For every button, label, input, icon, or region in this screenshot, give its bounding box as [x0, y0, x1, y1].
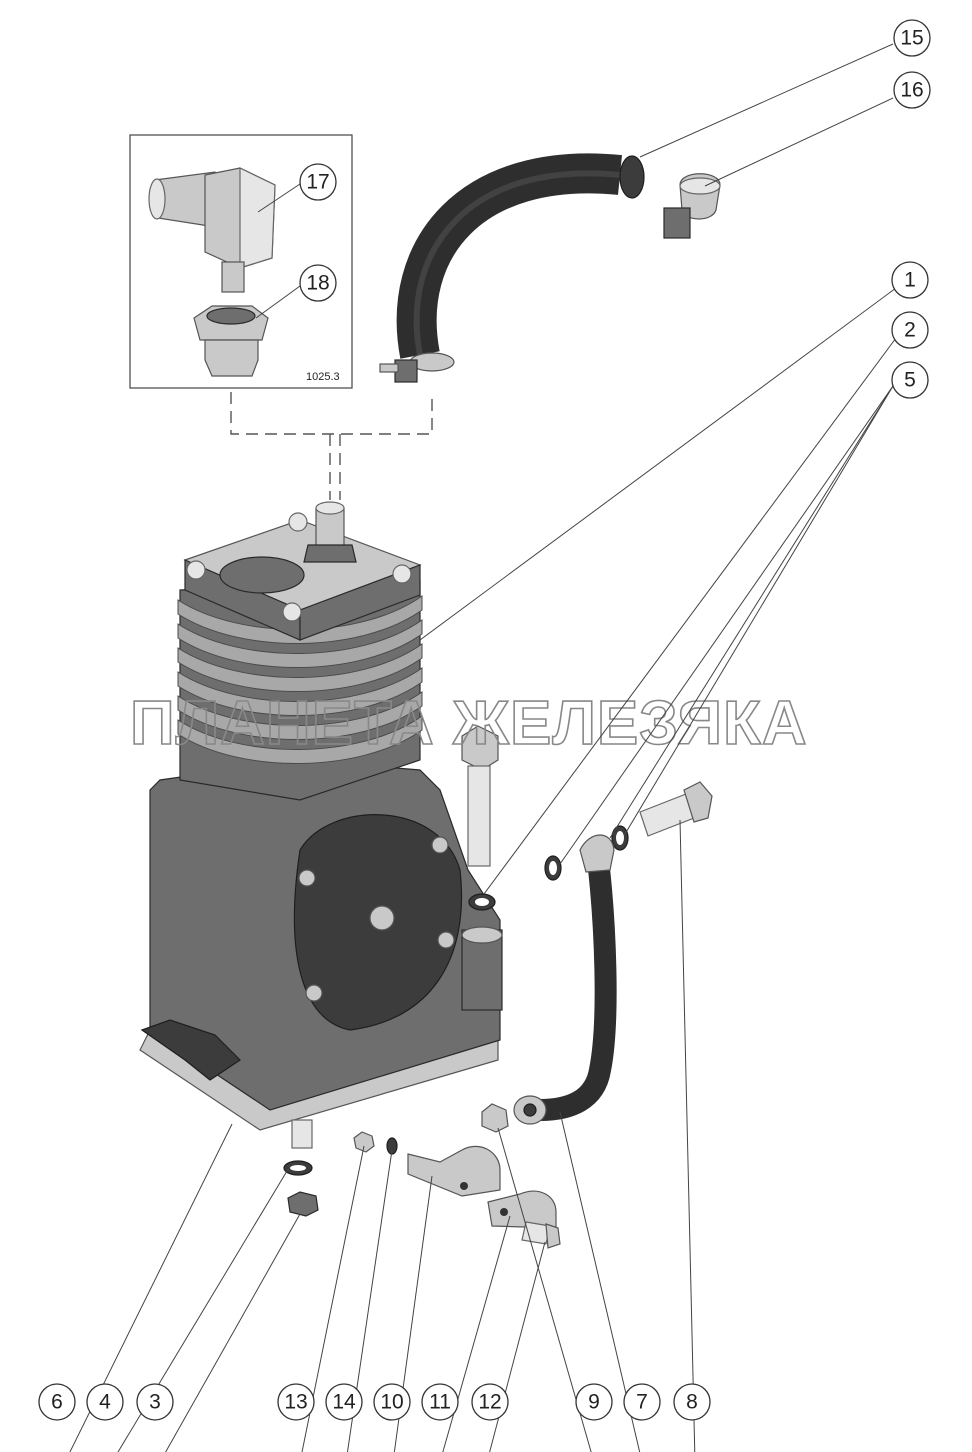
- callout-10: 10: [373, 1383, 411, 1421]
- svg-text:7: 7: [636, 1391, 648, 1414]
- callout-9: 9: [575, 1383, 613, 1421]
- svg-text:16: 16: [900, 79, 923, 102]
- part-16-clamp: [663, 173, 721, 239]
- part-15-curved-hose: [396, 153, 645, 359]
- callout-8: 8: [673, 1383, 711, 1421]
- part-11-clip: [487, 1190, 557, 1229]
- callout-5: 5: [891, 361, 929, 399]
- watermark-text: ПЛАНЕТА ЖЕЛЕЗЯКА: [130, 689, 808, 758]
- part-8-banjo-bolt: [639, 781, 713, 837]
- callout-2: 2: [891, 311, 929, 349]
- callout-12: 12: [471, 1383, 509, 1421]
- dashed-connection-lines: [230, 392, 433, 500]
- svg-text:12: 12: [478, 1391, 501, 1414]
- callout-18: 18: [299, 264, 337, 302]
- svg-text:4: 4: [99, 1391, 111, 1414]
- part-1-bolt: [461, 725, 499, 867]
- leader-lines: [69, 43, 897, 1452]
- callout-13: 13: [277, 1383, 315, 1421]
- inset-panel: 1025.3: [129, 134, 353, 389]
- part-12-bolt: [521, 1221, 561, 1249]
- hose-lower-clamp: [379, 352, 455, 383]
- part-3-nut: [287, 1191, 319, 1217]
- svg-text:6: 6: [51, 1391, 63, 1414]
- part-5-sealing-rings: [544, 825, 629, 881]
- part-10-clip: [407, 1145, 501, 1197]
- svg-text:17: 17: [306, 171, 329, 194]
- callout-14: 14: [325, 1383, 363, 1421]
- svg-text:18: 18: [306, 272, 329, 295]
- svg-text:14: 14: [332, 1391, 356, 1414]
- svg-text:5: 5: [904, 369, 916, 392]
- callout-1: 1: [891, 261, 929, 299]
- callout-4: 4: [86, 1383, 124, 1421]
- svg-text:8: 8: [686, 1391, 698, 1414]
- svg-text:3: 3: [149, 1391, 161, 1414]
- svg-text:13: 13: [284, 1391, 307, 1414]
- svg-text:15: 15: [900, 27, 923, 50]
- part-9-union: [481, 1103, 509, 1133]
- svg-text:9: 9: [588, 1391, 600, 1414]
- callout-11: 11: [421, 1383, 459, 1421]
- callout-3: 3: [136, 1383, 174, 1421]
- part-14-spring-washer: [386, 1137, 398, 1155]
- svg-text:11: 11: [429, 1391, 451, 1414]
- part-17-elbow-fitting: [148, 167, 276, 293]
- callout-7: 7: [623, 1383, 661, 1421]
- svg-text:10: 10: [380, 1391, 403, 1414]
- part-18-adapter: [193, 305, 269, 377]
- callout-6: 6: [38, 1383, 76, 1421]
- callout-15: 15: [893, 19, 931, 57]
- svg-text:1: 1: [904, 269, 916, 292]
- cylinder-fins: [177, 595, 423, 764]
- callout-16: 16: [893, 71, 931, 109]
- part-13-nut: [353, 1131, 375, 1153]
- inset-drawing-code: 1025.3: [306, 371, 340, 383]
- callout-17: 17: [299, 163, 337, 201]
- part-7-oil-tube: [513, 834, 617, 1125]
- compressor-assembly: [139, 501, 503, 1149]
- svg-text:2: 2: [904, 319, 916, 342]
